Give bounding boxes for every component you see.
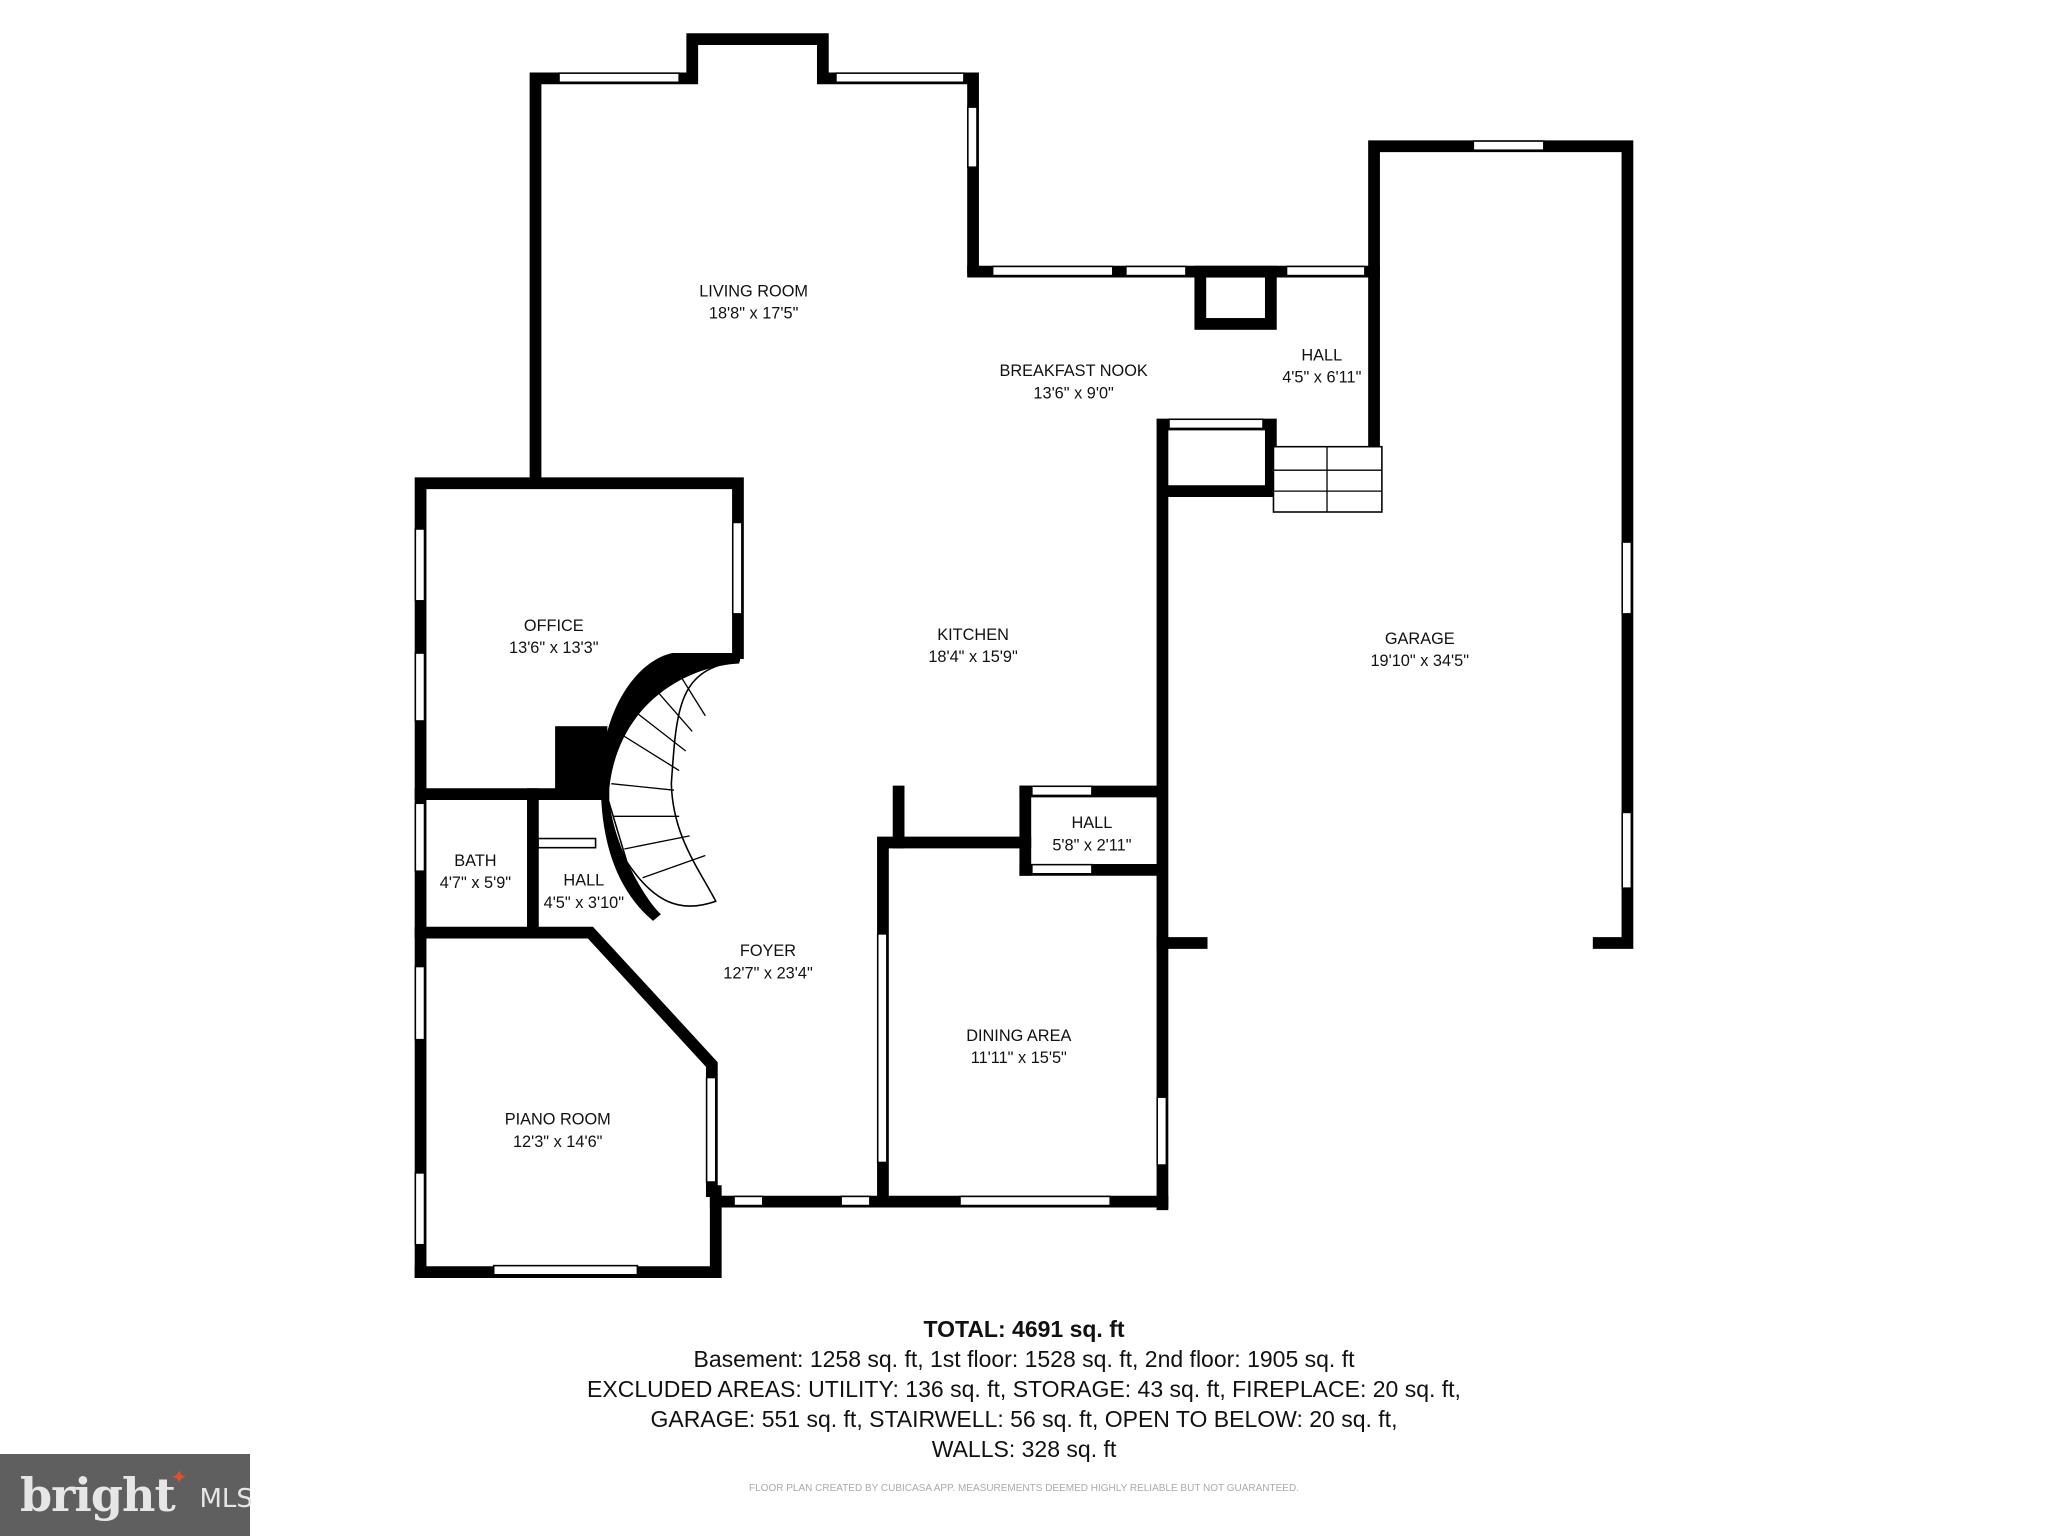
- room-size: 18'8" x 17'5": [709, 305, 799, 323]
- room-name: HALL: [563, 872, 604, 890]
- room-name: BREAKFAST NOOK: [999, 362, 1147, 380]
- room-name: GARAGE: [1385, 630, 1455, 648]
- room-size: 13'6" x 13'3": [509, 639, 599, 657]
- room-name: FOYER: [740, 942, 796, 960]
- area-breakdown-line: EXCLUDED AREAS: UTILITY: 136 sq. ft, STO…: [587, 1376, 1461, 1402]
- room-size: 12'3" x 14'6": [513, 1133, 603, 1151]
- room-name: HALL: [1301, 346, 1342, 364]
- logo-suffix: MLS: [199, 1484, 253, 1514]
- windows: [414, 72, 1633, 1276]
- room-name: DINING AREA: [966, 1027, 1071, 1045]
- area-breakdown-line: Basement: 1258 sq. ft, 1st floor: 1528 s…: [693, 1346, 1355, 1372]
- room-size: 5'8" x 2'11": [1052, 836, 1131, 854]
- star-icon: ✦: [170, 1465, 188, 1489]
- bright-mls-logo: bright ✦ MLS: [0, 1454, 253, 1536]
- room-name: BATH: [454, 852, 496, 870]
- room-size: 4'5" x 6'11": [1282, 369, 1361, 387]
- room-size: 4'7" x 5'9": [440, 874, 512, 892]
- area-breakdown-line: GARAGE: 551 sq. ft, STAIRWELL: 56 sq. ft…: [650, 1406, 1398, 1432]
- disclaimer: FLOOR PLAN CREATED BY CUBICASA APP. MEAS…: [749, 1483, 1299, 1494]
- room-size: 19'10" x 34'5": [1370, 652, 1469, 670]
- room-size: 4'5" x 3'10": [544, 894, 625, 912]
- room-size: 12'7" x 23'4": [723, 964, 813, 982]
- room-name: PIANO ROOM: [505, 1111, 611, 1129]
- total-area: TOTAL: 4691 sq. ft: [923, 1316, 1125, 1342]
- room-name: HALL: [1072, 814, 1113, 832]
- room-name: LIVING ROOM: [699, 282, 808, 300]
- room-name: KITCHEN: [937, 626, 1009, 644]
- room-name: OFFICE: [524, 617, 584, 635]
- room-size: 18'4" x 15'9": [928, 648, 1018, 666]
- logo-brand: bright: [20, 1468, 176, 1522]
- room-size: 13'6" x 9'0": [1033, 384, 1114, 402]
- room-size: 11'11" x 15'5": [971, 1049, 1067, 1067]
- area-breakdown-line: WALLS: 328 sq. ft: [931, 1436, 1117, 1462]
- room-labels: LIVING ROOM 18'8" x 17'5" BREAKFAST NOOK…: [440, 282, 1469, 1150]
